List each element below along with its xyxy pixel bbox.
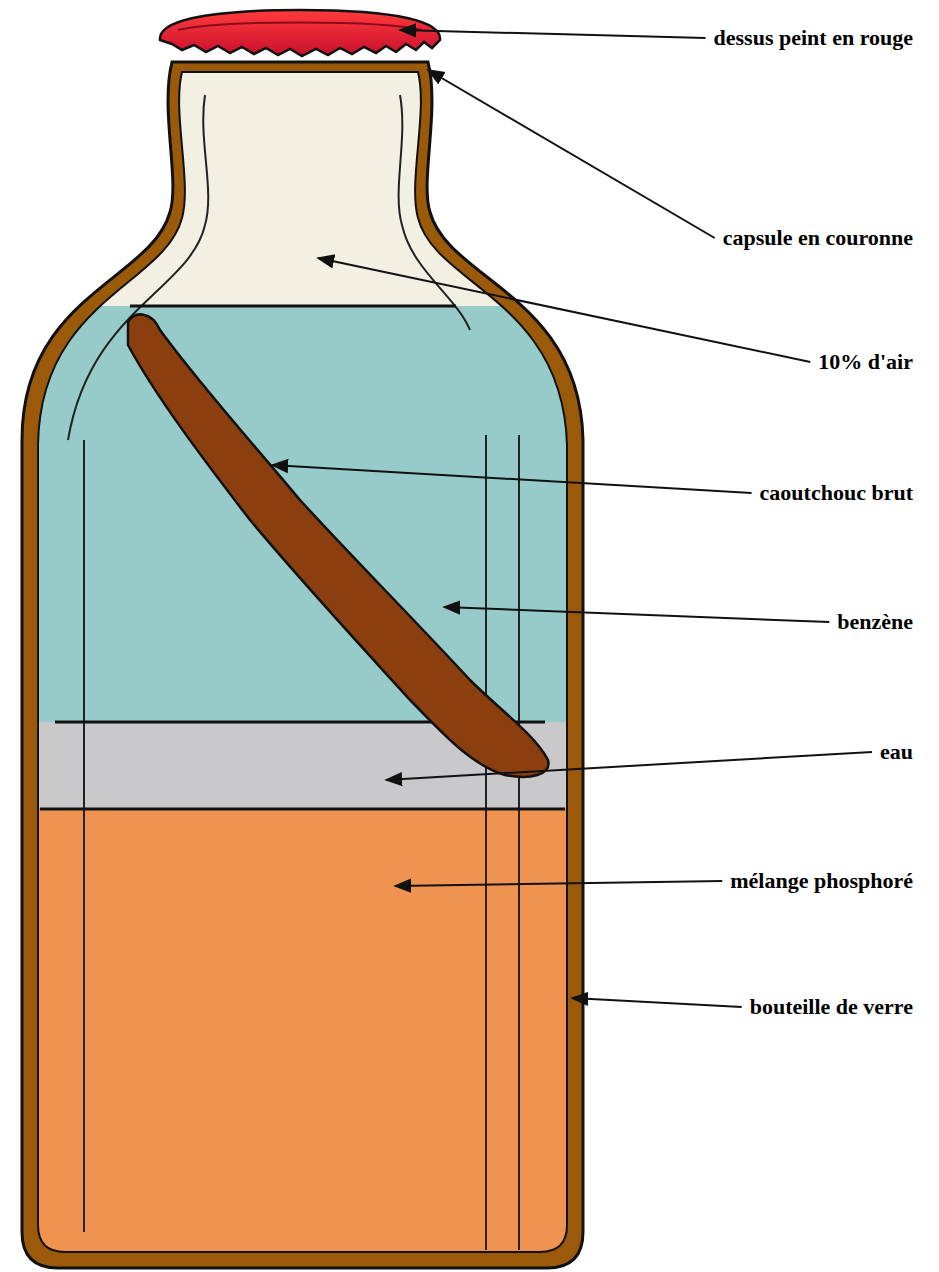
leader-line	[572, 998, 742, 1007]
rubber-strip	[128, 314, 548, 776]
part-label: mélange phosphoré	[728, 869, 915, 893]
leader-line	[428, 70, 715, 238]
leader-line	[272, 465, 752, 493]
part-label: dessus peint en rouge	[712, 26, 915, 50]
part-label: 10% d'air	[816, 350, 915, 374]
layer-lines	[40, 306, 565, 809]
part-label: caoutchouc brut	[758, 481, 915, 505]
part-label: capsule en couronne	[721, 226, 915, 250]
part-label: benzène	[835, 610, 915, 634]
leader-line	[318, 258, 810, 362]
crown-cap	[160, 10, 440, 56]
part-label: eau	[878, 740, 915, 764]
leader-line	[400, 30, 706, 38]
leader-line	[386, 752, 872, 780]
leader-line	[444, 607, 829, 622]
leader-line	[395, 881, 722, 886]
part-label: bouteille de verre	[748, 995, 915, 1019]
